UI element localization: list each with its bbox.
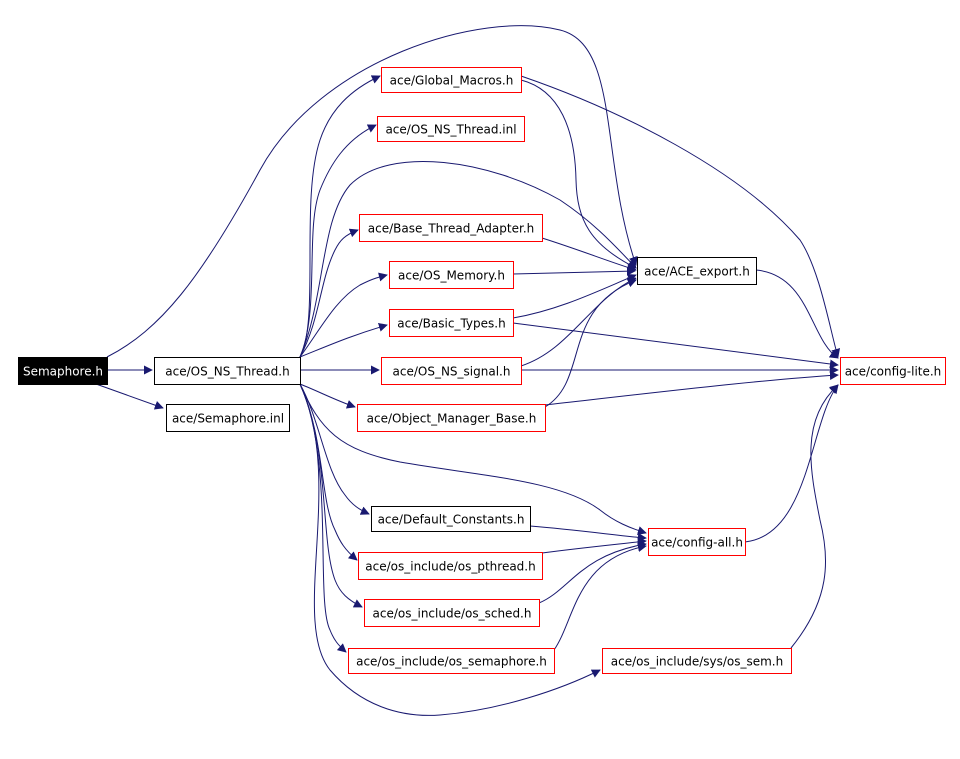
edge-os-ns-thread-h-to-sys-os-sem bbox=[299, 383, 601, 716]
node-label: ace/OS_NS_signal.h bbox=[393, 365, 511, 379]
node-ace-export[interactable]: ace/ACE_export.h bbox=[637, 257, 757, 285]
node-label: ace/Basic_Types.h bbox=[397, 317, 505, 331]
node-box bbox=[359, 214, 543, 242]
node-box bbox=[364, 599, 540, 627]
edge-os-ns-thread-h-to-default-constants bbox=[299, 383, 370, 515]
node-label: ace/OS_Memory.h bbox=[398, 269, 505, 283]
node-base-thread-adapter[interactable]: ace/Base_Thread_Adapter.h bbox=[359, 214, 543, 242]
node-box bbox=[18, 357, 108, 385]
node-os-ns-thread-h[interactable]: ace/OS_NS_Thread.h bbox=[154, 357, 301, 385]
edge-os-ns-thread-h-to-global-macros bbox=[299, 75, 381, 358]
node-sys-os-sem[interactable]: ace/os_include/sys/os_sem.h bbox=[602, 648, 792, 674]
node-box bbox=[371, 506, 531, 532]
node-label: ace/Default_Constants.h bbox=[378, 513, 525, 527]
edge-global-macros-to-ace-export bbox=[520, 79, 637, 269]
edge-global-macros-to-config-lite bbox=[520, 75, 841, 358]
node-label: ace/os_include/os_pthread.h bbox=[365, 560, 535, 574]
node-basic-types[interactable]: ace/Basic_Types.h bbox=[389, 309, 514, 337]
node-global-macros[interactable]: ace/Global_Macros.h bbox=[381, 67, 522, 93]
edge-os-ns-thread-h-to-os-sched bbox=[299, 383, 363, 608]
edge-os-memory-to-ace-export bbox=[512, 266, 636, 276]
node-box bbox=[602, 648, 792, 674]
edge-os-ns-thread-h-to-config-all bbox=[299, 383, 647, 535]
node-box bbox=[637, 257, 757, 285]
edge-os-ns-thread-h-to-basic-types bbox=[299, 322, 388, 358]
node-semaphore-inl[interactable]: ace/Semaphore.inl bbox=[166, 404, 290, 432]
node-box bbox=[154, 357, 301, 385]
nodes-layer: Semaphore.h ace/OS_NS_Thread.h ace/Semapho… bbox=[18, 67, 946, 674]
node-box bbox=[377, 116, 525, 142]
node-config-lite[interactable]: ace/config-lite.h bbox=[840, 357, 946, 385]
edge-os-ns-thread-h-to-os-ns-thread-inl bbox=[299, 124, 377, 358]
node-box bbox=[648, 528, 746, 556]
node-box bbox=[348, 648, 555, 674]
node-label: ace/OS_NS_Thread.inl bbox=[385, 123, 516, 137]
edge-os-semaphore-to-config-all bbox=[553, 543, 647, 651]
node-os-pthread[interactable]: ace/os_include/os_pthread.h bbox=[358, 552, 543, 580]
node-box bbox=[381, 67, 522, 93]
node-label: ace/os_include/sys/os_sem.h bbox=[611, 655, 783, 669]
edge-semaphore-h-to-ace-export bbox=[106, 25, 638, 358]
edge-os-sched-to-config-all bbox=[538, 540, 647, 604]
node-box bbox=[357, 404, 546, 432]
node-label: ace/OS_NS_Thread.h bbox=[165, 365, 289, 379]
node-object-manager-base[interactable]: ace/Object_Manager_Base.h bbox=[357, 404, 546, 432]
node-default-constants[interactable]: ace/Default_Constants.h bbox=[371, 506, 531, 532]
edge-object-manager-base-to-config-lite bbox=[544, 371, 839, 406]
node-box bbox=[389, 309, 514, 337]
node-label: ace/os_include/os_semaphore.h bbox=[356, 655, 547, 669]
node-os-ns-thread-inl[interactable]: ace/OS_NS_Thread.inl bbox=[377, 116, 525, 142]
node-os-memory[interactable]: ace/OS_Memory.h bbox=[389, 261, 514, 289]
node-os-ns-signal[interactable]: ace/OS_NS_signal.h bbox=[381, 357, 522, 385]
node-os-semaphore[interactable]: ace/os_include/os_semaphore.h bbox=[348, 648, 555, 674]
edge-os-ns-thread-h-to-object-manager-base bbox=[299, 383, 356, 409]
node-box bbox=[166, 404, 290, 432]
edge-os-ns-thread-h-to-ace-export bbox=[299, 161, 637, 358]
node-label: ace/config-all.h bbox=[651, 536, 743, 550]
node-label: ace/os_include/os_sched.h bbox=[373, 607, 532, 621]
node-label: ace/config-lite.h bbox=[845, 365, 942, 379]
edge-base-thread-adapter-to-ace-export bbox=[541, 237, 637, 272]
edge-basic-types-to-config-lite bbox=[512, 322, 839, 369]
node-label: Semaphore.h bbox=[23, 365, 103, 379]
node-label: ace/Base_Thread_Adapter.h bbox=[368, 222, 534, 236]
node-box bbox=[381, 357, 522, 385]
edge-semaphore-h-to-semaphore-inl bbox=[95, 383, 164, 410]
edge-default-constants-to-config-all bbox=[529, 525, 647, 542]
node-semaphore-h: Semaphore.h bbox=[18, 357, 108, 385]
edge-os-ns-thread-h-to-base-thread-adapter bbox=[299, 228, 359, 358]
edges-layer bbox=[95, 25, 841, 716]
node-label: ace/ACE_export.h bbox=[644, 265, 750, 279]
edge-ace-export-to-config-lite bbox=[755, 269, 839, 359]
edge-config-all-to-config-lite bbox=[744, 384, 839, 543]
edge-sys-os-sem-to-config-lite bbox=[790, 384, 839, 649]
edge-os-pthread-to-config-all bbox=[541, 537, 647, 554]
edge-os-ns-thread-h-to-os-memory bbox=[299, 272, 388, 358]
node-box bbox=[840, 357, 946, 385]
node-label: ace/Object_Manager_Base.h bbox=[367, 412, 537, 426]
node-label: ace/Semaphore.inl bbox=[172, 412, 284, 426]
edge-os-ns-thread-h-to-os-pthread bbox=[299, 383, 358, 561]
node-label: ace/Global_Macros.h bbox=[390, 74, 514, 88]
node-box bbox=[389, 261, 514, 289]
edge-object-manager-base-to-ace-export bbox=[544, 278, 637, 408]
node-box bbox=[358, 552, 543, 580]
edge-os-ns-signal-to-ace-export bbox=[520, 277, 637, 367]
node-config-all[interactable]: ace/config-all.h bbox=[648, 528, 746, 556]
node-os-sched[interactable]: ace/os_include/os_sched.h bbox=[364, 599, 540, 627]
edge-basic-types-to-ace-export bbox=[512, 273, 637, 319]
